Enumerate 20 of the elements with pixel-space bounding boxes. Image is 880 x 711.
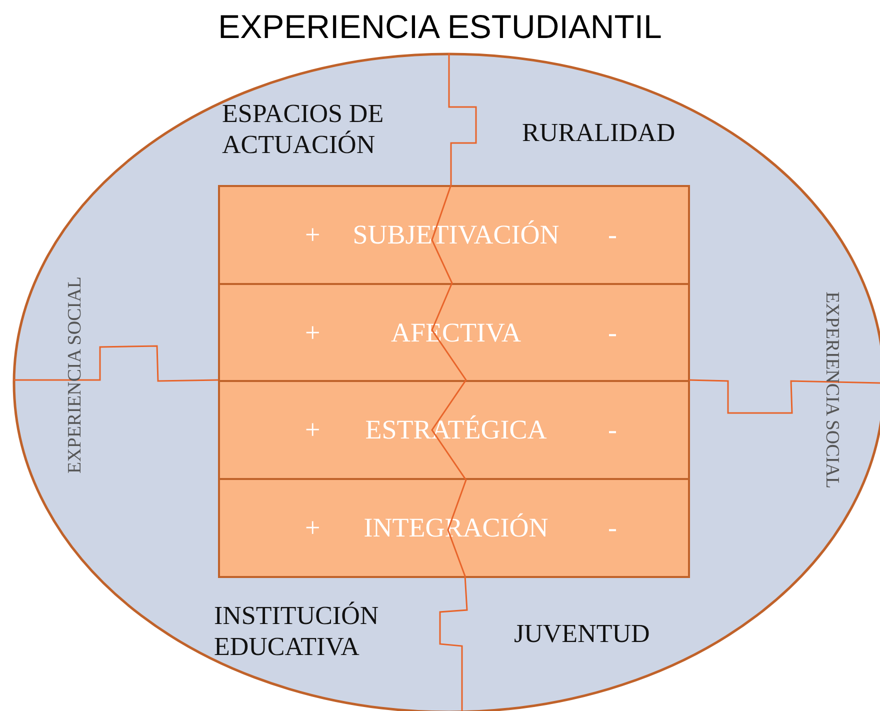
minus-sign: -	[608, 220, 617, 250]
region-label: ESPACIOS DE ACTUACIÓN	[222, 98, 385, 160]
plus-sign: +	[305, 220, 320, 250]
plus-sign: +	[305, 414, 320, 446]
plus-sign: +	[305, 512, 320, 543]
ellipse-region	[12, 52, 880, 711]
region-label: EXPERIENCIA SOCIAL	[820, 292, 844, 488]
plus-sign: +	[305, 317, 320, 348]
region-label: EXPERIENCIA SOCIAL	[64, 276, 86, 474]
dimension-band	[218, 282, 690, 382]
minus-sign: -	[608, 512, 617, 543]
dimension-band	[218, 185, 690, 285]
diagram-title: EXPERIENCIA ESTUDIANTIL	[217, 8, 663, 46]
region-label: RURALIDAD	[522, 117, 676, 148]
minus-sign: -	[608, 317, 617, 348]
region-label: JUVENTUD	[514, 618, 651, 649]
dimension-band	[218, 478, 690, 578]
minus-sign: -	[608, 414, 617, 446]
region-label: INSTITUCIÓN EDUCATIVA	[214, 600, 380, 662]
dimension-band	[218, 380, 690, 480]
